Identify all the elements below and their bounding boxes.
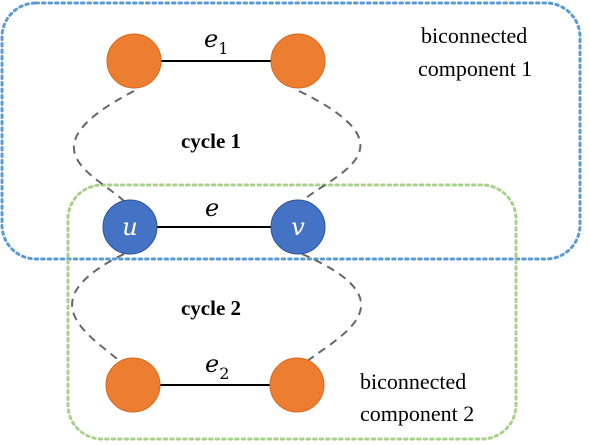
component-2-label-line2: component 2 <box>360 401 474 426</box>
cycle-2-left-curve <box>71 253 127 368</box>
cycle-1-label: cycle 1 <box>181 129 241 153</box>
edge-label-e1-base: e <box>204 25 218 53</box>
cycle-1-right-curve <box>298 90 362 204</box>
node-bottom-right <box>269 357 325 413</box>
biconnected-component-2-box <box>66 183 518 441</box>
edge-label-e: e <box>205 194 219 222</box>
component-1-label-line1: biconnected <box>421 23 527 48</box>
node-v-label: v <box>291 213 305 241</box>
node-top-right <box>270 33 326 89</box>
node-v <box>270 199 326 255</box>
component-1-label: biconnected component 1 <box>418 23 533 81</box>
node-bottom-left <box>105 357 161 413</box>
cycle-2-curves <box>71 253 362 368</box>
node-top-left <box>106 33 162 89</box>
edge-label-e2-base: e <box>205 350 219 378</box>
cycle-2-label: cycle 2 <box>181 296 241 320</box>
edge-label-e1: e1 <box>204 25 228 58</box>
cycle-2-right-curve <box>299 253 362 368</box>
component-1-label-line2: component 1 <box>418 56 532 81</box>
component-2-label-line1: biconnected <box>360 369 466 394</box>
component-2-label: biconnected component 2 <box>360 369 474 426</box>
biconnected-component-1-box <box>0 1 582 261</box>
edge-label-e2: e2 <box>205 350 229 383</box>
edge-label-e2-sub: 2 <box>219 364 229 383</box>
cycle-1-left-curve <box>72 90 135 204</box>
node-u-label: u <box>122 213 137 241</box>
cycle-1-curves <box>72 90 362 204</box>
edge-label-e1-sub: 1 <box>218 39 228 58</box>
node-u <box>102 199 158 255</box>
edge-label-e-base: e <box>205 194 219 222</box>
